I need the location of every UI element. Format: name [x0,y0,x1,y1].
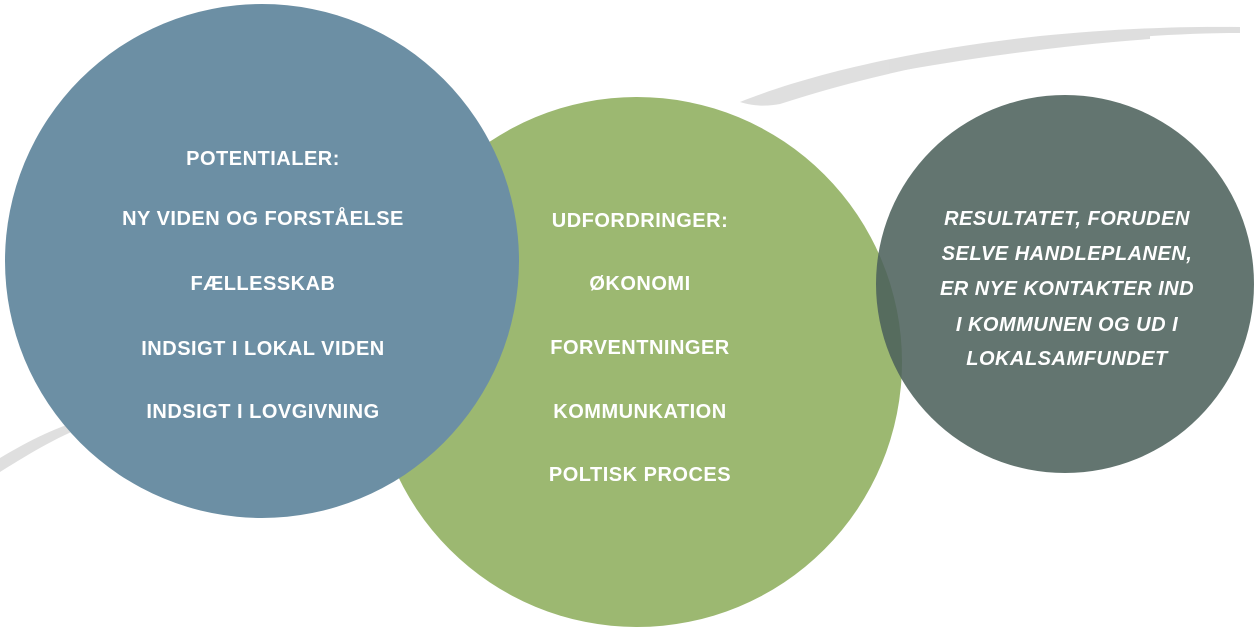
result-line: LOKALSAMFUNDET [966,348,1168,370]
challenges-item: FORVENTNINGER [550,337,730,359]
potentials-heading: POTENTIALER: [186,148,340,170]
challenges-item: POLTISK PROCES [548,464,732,486]
challenges-item: ØKONOMI [589,273,691,295]
result-circle [876,95,1254,473]
result-text-group: RESULTATET, FORUDEN SELVE HANDLEPLANEN, … [904,0,1230,591]
potentials-circle [5,4,519,518]
result-line: I KOMMUNEN OG UD I [955,314,1179,336]
potentials-item: NY VIDEN OG FORSTÅELSE [122,208,404,230]
potentials-item: INDSIGT I LOVGIVNING [146,401,380,423]
potentials-item: FÆLLESSKAB [190,273,336,295]
challenges-heading: UDFORDRINGER: [551,210,729,232]
result-line: ER NYE KONTAKTER IND [939,278,1195,300]
brush-stroke-top-right-thin [900,36,1150,70]
challenges-item: KOMMUNKATION [553,401,727,423]
potentials-item: INDSIGT I LOKAL VIDEN [141,338,385,360]
result-line: RESULTATET, FORUDEN [944,208,1190,230]
challenges-text-group: UDFORDRINGER: ØKONOMI FORVENTNINGER KOMM… [490,0,790,591]
potentials-text-group: POTENTIALER: NY VIDEN OG FORSTÅELSE FÆLL… [60,0,466,591]
result-line: SELVE HANDLEPLANEN, [941,243,1193,265]
brush-stroke-top-right [740,26,1240,106]
